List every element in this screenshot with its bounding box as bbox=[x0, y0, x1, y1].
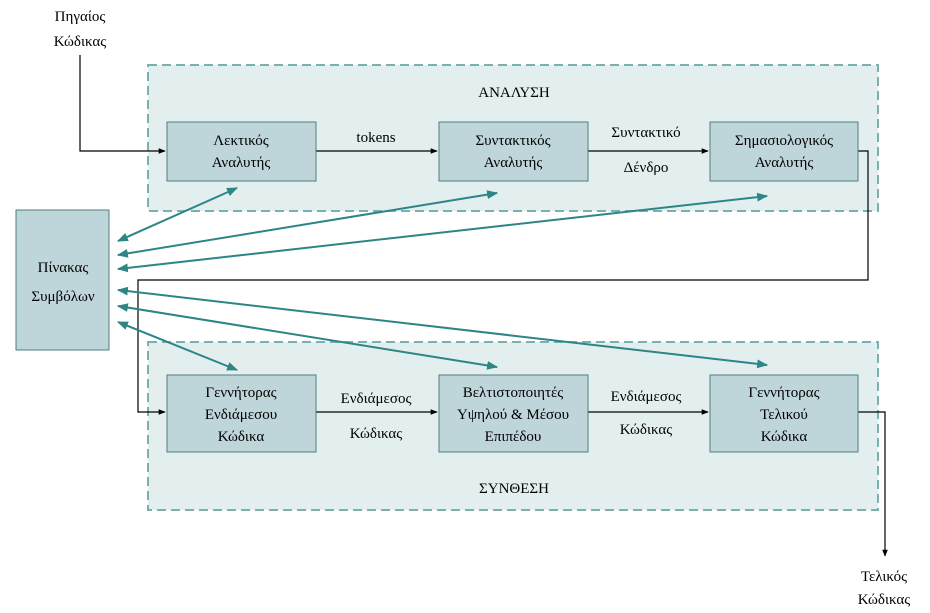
source-code-label-1: Πηγαίος bbox=[55, 9, 106, 25]
target-code-label-1: Τελικός bbox=[861, 569, 907, 585]
syntactic-analyzer-box bbox=[438, 121, 589, 182]
intermediate-code-label-b1: Ενδιάμεσος bbox=[611, 389, 682, 405]
analysis-title: ΑΝΑΛΥΣΗ bbox=[478, 85, 550, 101]
semantic-analyzer-label-1: Σημασιολογικός bbox=[735, 133, 833, 149]
intermediate-code-label-b2: Κώδικας bbox=[620, 422, 673, 438]
lexical-analyzer-label-2: Αναλυτής bbox=[212, 155, 271, 171]
final-generator-label-3: Κώδικα bbox=[761, 429, 808, 445]
semantic-to-synthesis-line bbox=[137, 150, 869, 415]
symbol-table-box bbox=[15, 209, 110, 351]
optimizers-symbol-arrow bbox=[116, 303, 499, 370]
synthesis-title: ΣΥΝΘΕΣΗ bbox=[479, 481, 549, 497]
symbol-table-label-1: Πίνακας bbox=[38, 260, 89, 276]
intermediate-generator-box bbox=[166, 374, 317, 453]
source-code-label-2: Κώδικας bbox=[54, 34, 107, 50]
intermediate-code-label-a2: Κώδικας bbox=[350, 426, 403, 442]
tokens-label: tokens bbox=[356, 130, 395, 146]
intermediate-generator-label-2: Ενδιάμεσου bbox=[205, 407, 277, 423]
optimizers-label-2: Υψηλού & Μέσου bbox=[457, 407, 569, 423]
optimizers-label-1: Βελτιστοποιητές bbox=[463, 385, 564, 401]
syntax-tree-label-2: Δένδρο bbox=[624, 160, 669, 176]
semantic-symbol-arrow bbox=[116, 192, 769, 273]
intermediate-generator-label-1: Γεννήτορας bbox=[205, 385, 276, 401]
source-to-lexical-arrow bbox=[79, 55, 166, 154]
syntactic-analyzer-label-1: Συντακτικός bbox=[475, 133, 550, 149]
target-code-label-2: Κώδικας bbox=[858, 592, 911, 608]
semantic-analyzer-label-2: Αναλυτής bbox=[755, 155, 814, 171]
semantic-analyzer-box bbox=[709, 121, 859, 182]
final-generator-label-1: Γεννήτορας bbox=[748, 385, 819, 401]
final-generator-box bbox=[709, 374, 859, 453]
intermediate-code-label-a1: Ενδιάμεσος bbox=[341, 391, 412, 407]
lexical-analyzer-label-1: Λεκτικός bbox=[213, 133, 269, 149]
syntactic-analyzer-label-2: Αναλυτής bbox=[484, 155, 543, 171]
optimizers-label-3: Επιπέδου bbox=[485, 429, 542, 445]
intermediate-generator-label-3: Κώδικα bbox=[218, 429, 265, 445]
symbol-table-label-2: Συμβόλων bbox=[31, 289, 94, 305]
final-generator-label-2: Τελικού bbox=[760, 407, 808, 423]
lexical-analyzer-box bbox=[166, 121, 317, 182]
syntax-tree-label-1: Συντακτικό bbox=[611, 125, 680, 141]
final-to-target-arrow bbox=[858, 411, 888, 557]
intermediate-symbol-arrow bbox=[116, 321, 239, 371]
optimizers-box bbox=[438, 374, 589, 453]
